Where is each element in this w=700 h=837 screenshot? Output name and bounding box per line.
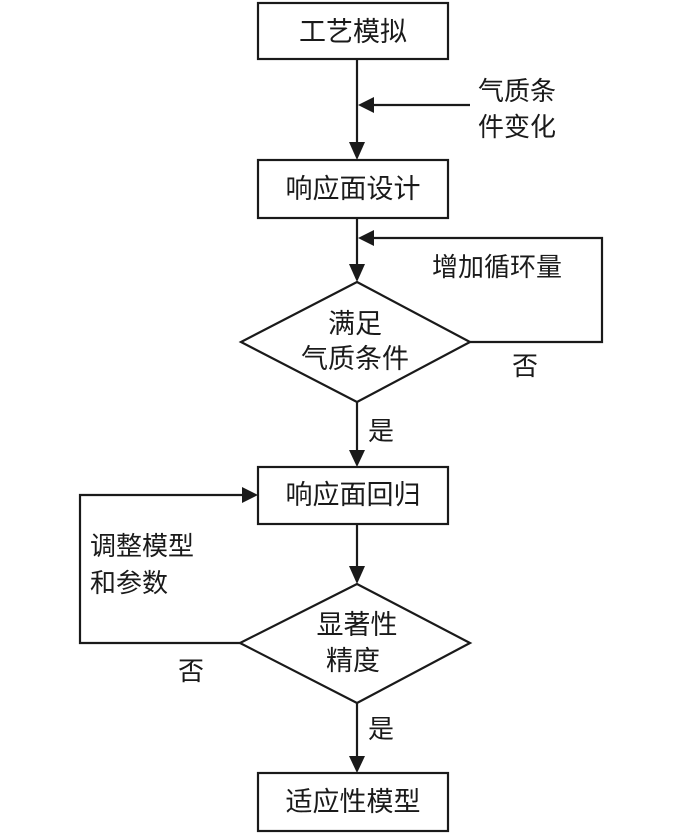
adaptive-model-box — [256, 771, 450, 833]
no-label-1: 否 — [512, 352, 538, 382]
gas-quality-label-line2: 件变化 — [478, 113, 556, 143]
rsm-regression-box — [256, 465, 450, 526]
significance-diamond — [237, 582, 473, 705]
increase-circulation-loop-arrowhead — [358, 230, 374, 246]
adjust-label-line1: 调整模型 — [90, 532, 194, 562]
yes-label-1: 是 — [368, 417, 394, 447]
arrow-sim-to-design-head — [349, 142, 365, 160]
yes-label-2: 是 — [368, 715, 394, 745]
process-simulation-label: 工艺模拟 — [299, 17, 407, 48]
rsm-design-box — [256, 158, 450, 220]
condition-label-line1: 满足 — [328, 309, 382, 340]
increase-circulation-label: 增加循环量 — [432, 253, 562, 283]
significance-label-line1: 显著性 — [317, 610, 398, 641]
gas-quality-input-arrowhead — [358, 97, 374, 113]
adjust-label-line2: 和参数 — [90, 569, 168, 599]
increase-circulation-loop-line — [372, 236, 604, 344]
rsm-regression-label: 响应面回归 — [286, 480, 421, 511]
adjust-model-loop-arrowhead — [242, 487, 258, 503]
condition-label-line2: 气质条件 — [301, 344, 409, 375]
arrow-significance-to-model-head — [349, 756, 365, 773]
condition-diamond — [238, 280, 473, 404]
significance-label-line2: 精度 — [326, 646, 380, 677]
arrow-regression-to-significance-head — [349, 566, 365, 584]
adaptive-model-label: 适应性模型 — [286, 787, 421, 818]
arrow-design-to-condition-head — [349, 264, 365, 282]
gas-quality-label-line1: 气质条 — [478, 77, 556, 107]
no-label-2: 否 — [178, 657, 204, 687]
rsm-design-label: 响应面设计 — [286, 174, 421, 205]
process-simulation-box — [256, 1, 450, 61]
arrow-condition-to-regression-head — [349, 450, 365, 467]
adjust-model-loop-line — [78, 493, 242, 645]
